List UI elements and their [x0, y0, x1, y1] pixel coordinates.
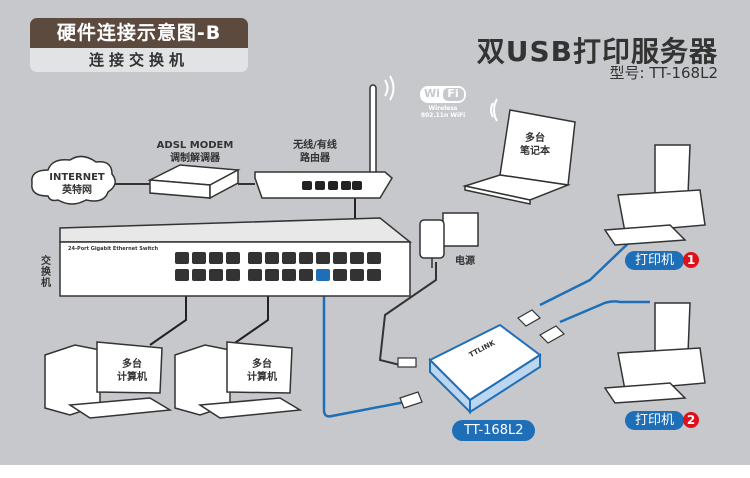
- switch-port: [209, 252, 223, 264]
- printer-2-label: 打印机: [625, 411, 685, 430]
- diagram-title: 硬件连接示意图-B: [30, 18, 248, 48]
- switch-port: [299, 252, 313, 264]
- computer-1-label-line1: 多台: [122, 359, 142, 370]
- switch-port: [175, 269, 189, 281]
- printer-1-icon: [603, 144, 706, 246]
- printer-1-label: 打印机: [625, 251, 685, 270]
- computer-2-icon: [174, 341, 303, 419]
- laptop-signal-icon: [490, 98, 498, 122]
- modem-label-cn: 调制解调器: [170, 153, 220, 164]
- switch-port: [175, 252, 189, 264]
- wifi-logo-text: Wi Fi: [421, 87, 465, 100]
- modem-icon: [147, 164, 241, 200]
- title-badge: 硬件连接示意图-B 连接交换机: [30, 18, 248, 72]
- power-plug-icon: [397, 357, 417, 368]
- router-signal-icon: [384, 75, 395, 101]
- internet-label-cn: 英特网: [62, 185, 92, 196]
- laptop-label-line2: 笔记本: [520, 146, 550, 157]
- wifi-logo-right: Fi: [447, 87, 459, 100]
- switch-port: [316, 252, 330, 264]
- usb-plug-1-icon: [517, 309, 541, 327]
- usb-plug-2-icon: [539, 325, 565, 344]
- computer-1-icon: [44, 341, 173, 419]
- switch-port: [350, 252, 364, 264]
- computer-2-label: 多台 计算机: [237, 358, 287, 384]
- bottom-bar: [0, 465, 750, 478]
- printer-2-icon: [603, 302, 706, 404]
- laptop-icon: [462, 109, 576, 205]
- switch-port: [265, 269, 279, 281]
- switch-icon: [59, 217, 413, 297]
- diagram-subtitle: 连接交换机: [88, 51, 189, 69]
- internet-label-en: INTERNET: [49, 172, 105, 183]
- router-label: 无线/有线 路由器: [285, 139, 345, 165]
- print-server-icon: [428, 323, 542, 415]
- router-icon: [254, 75, 395, 199]
- switch-port: [350, 269, 364, 281]
- model-label: 型号: TT-168L2: [609, 64, 718, 82]
- switch-port: [192, 269, 206, 281]
- wifi-caption-line2: 802.11n WiFi: [420, 112, 466, 119]
- printer-1-number-badge: 1: [683, 252, 699, 268]
- wifi-logo-icon: [420, 86, 466, 103]
- switch-port: [367, 269, 381, 281]
- router-antenna: [369, 84, 377, 176]
- switch-port: [333, 269, 347, 281]
- switch-port: [192, 252, 206, 264]
- printer-2-number-badge: 2: [683, 412, 699, 428]
- wifi-logo-left: Wi: [424, 87, 440, 100]
- ethernet-plug-icon: [399, 391, 423, 409]
- cable-usb-printer1: [539, 231, 641, 307]
- computer-1-label-line2: 计算机: [117, 372, 147, 383]
- modem-label: ADSL MODEM 调制解调器: [150, 139, 240, 165]
- laptop-label: 多台 笔记本: [510, 132, 560, 158]
- switch-port: [333, 252, 347, 264]
- switch-port: [248, 252, 262, 264]
- internet-label: INTERNET 英特网: [42, 171, 112, 197]
- switch-port: [226, 252, 240, 264]
- computer-1-label: 多台 计算机: [107, 358, 157, 384]
- switch-port: [282, 269, 296, 281]
- cable-power: [378, 262, 437, 366]
- modem-label-en: ADSL MODEM: [156, 140, 234, 151]
- switch-label: 交换机: [41, 256, 51, 289]
- power-label: 电源: [455, 256, 475, 267]
- wifi-caption: Wireless 802.11n WiFi: [410, 105, 476, 119]
- cable-usb-printer2: [559, 300, 650, 324]
- switch-port: [282, 252, 296, 264]
- internet-cloud-icon: [31, 155, 116, 205]
- router-label-line1: 无线/有线: [293, 140, 337, 151]
- switch-port: [226, 269, 240, 281]
- computer-2-label-line1: 多台: [252, 359, 272, 370]
- switch-port: [265, 252, 279, 264]
- laptop-label-line1: 多台: [525, 133, 545, 144]
- switch-port: [367, 252, 381, 264]
- switch-port: [248, 269, 262, 281]
- router-label-line2: 路由器: [300, 153, 330, 164]
- print-server-model-badge: TT-168L2: [452, 420, 536, 441]
- product-title: 双USB打印服务器: [476, 35, 718, 68]
- switch-port: [299, 269, 313, 281]
- cable-switch-printserver: [322, 282, 406, 418]
- computer-2-label-line2: 计算机: [247, 372, 277, 383]
- switch-port: [209, 269, 223, 281]
- switch-port: [316, 269, 330, 281]
- power-adapter-icon: [419, 212, 479, 268]
- wifi-caption-line1: Wireless: [428, 105, 458, 112]
- switch-panel-title: 24-Port Gigabit Ethernet Switch: [68, 246, 159, 252]
